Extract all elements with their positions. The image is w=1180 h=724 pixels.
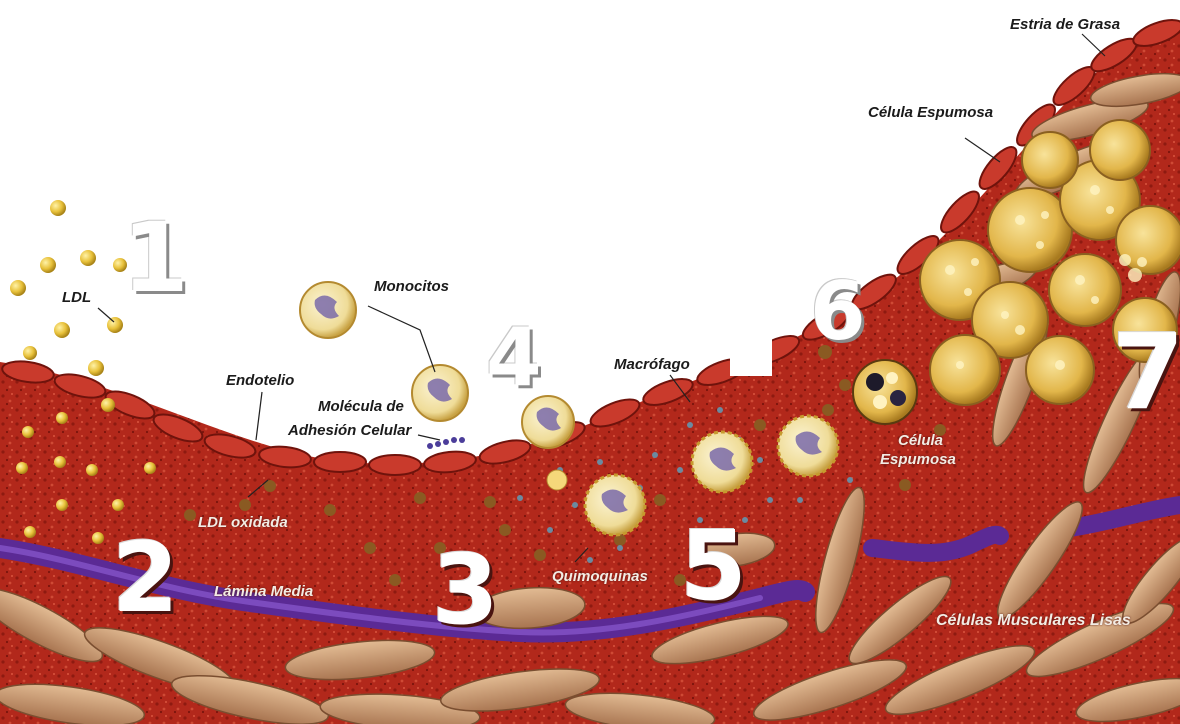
label-quimoquinas: Quimoquinas: [552, 568, 648, 585]
label-celula-mid: Célula: [898, 432, 943, 449]
label-macrofago: Macrófago: [614, 356, 690, 373]
step-number-4: 4: [486, 318, 542, 398]
label-espumosa-mid: Espumosa: [880, 451, 956, 468]
label-celula-espumosa-top: Célula Espumosa: [868, 104, 993, 121]
label-celulas-musculares-lisas: Células Musculares Lisas: [936, 612, 1131, 630]
step-number-3: 3: [432, 542, 499, 638]
foam-cell-mid: [853, 360, 917, 424]
step-number-6: 6: [810, 272, 866, 352]
label-lamina-media: Lámina Media: [214, 583, 313, 600]
label-ldl: LDL: [62, 289, 91, 306]
label-estria-de-grasa: Estria de Grasa: [1010, 16, 1120, 33]
step-number-2: 2: [112, 530, 179, 626]
label-adhesion-celular: Adhesión Celular: [288, 422, 411, 439]
label-endotelio: Endotelio: [226, 372, 294, 389]
step-number-7: 7: [1112, 320, 1180, 424]
label-molecula-de: Molécula de: [318, 398, 404, 415]
step-number-5: 5: [680, 518, 747, 614]
label-monocitos: Monocitos: [374, 278, 449, 295]
white-patch: [730, 328, 772, 376]
label-ldl-oxidada: LDL oxidada: [198, 514, 288, 531]
step-number-1: 1: [122, 210, 189, 306]
